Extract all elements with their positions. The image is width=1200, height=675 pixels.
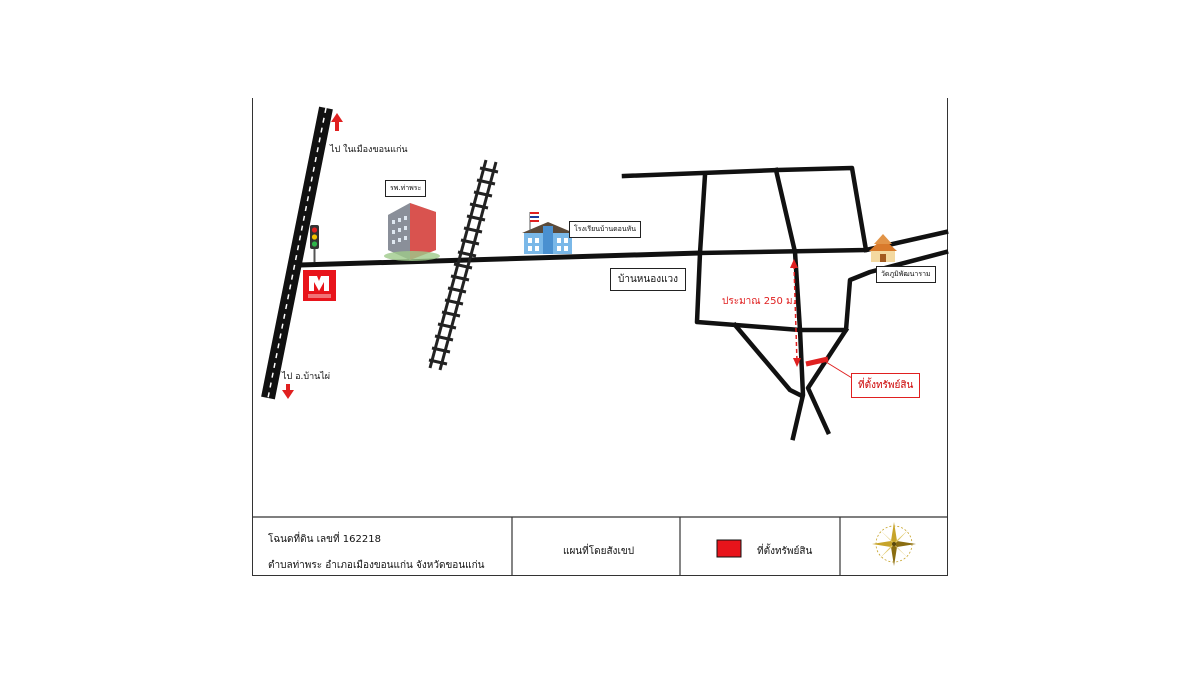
isuzu-logo: [303, 270, 336, 301]
distance-label: ประมาณ 250 ม.: [722, 296, 796, 307]
map-title-text: แผนที่โดยสังเขป: [563, 546, 635, 557]
village-roads: [621, 165, 949, 441]
north-arrow-icon: [331, 113, 343, 131]
highway: [261, 106, 333, 400]
property-leader: [825, 361, 853, 379]
traffic-light-icon: [310, 225, 319, 262]
temple-label: วัดภูมิพัฒนาราม: [876, 266, 936, 283]
property-marker: [805, 356, 829, 367]
map-frame: [252, 98, 948, 576]
distance-indicator: [790, 259, 801, 367]
south-arrow-icon: [282, 384, 294, 399]
village-label: บ้านหนองแวง: [610, 268, 687, 291]
compass-rose-icon: [872, 522, 916, 566]
school-icon: [522, 212, 574, 254]
north-direction-label: ไป ในเมืองขอนแก่น: [330, 145, 408, 155]
legend-property-swatch: [716, 539, 742, 558]
legend-property-label: ที่ตั้งทรัพย์สิน: [757, 546, 813, 557]
hospital-building-icon: [384, 203, 440, 261]
railway: [428, 159, 499, 371]
legend-grid: [252, 516, 948, 576]
school-label: โรงเรียนบ้านดอนหัน: [569, 221, 642, 238]
main-road: [299, 250, 701, 268]
temple-icon: [869, 234, 897, 262]
location-text: ตำบลท่าพระ อำเภอเมืองขอนแก่น จังหวัดขอนแ…: [268, 560, 485, 571]
south-direction-label: ไป อ.บ้านไผ่: [282, 372, 331, 382]
property-label: ที่ตั้งทรัพย์สิน: [851, 373, 921, 398]
hospital-label: รพ.ท่าพระ: [385, 180, 427, 197]
deed-number-text: โฉนดที่ดิน เลขที่ 162218: [268, 534, 381, 545]
